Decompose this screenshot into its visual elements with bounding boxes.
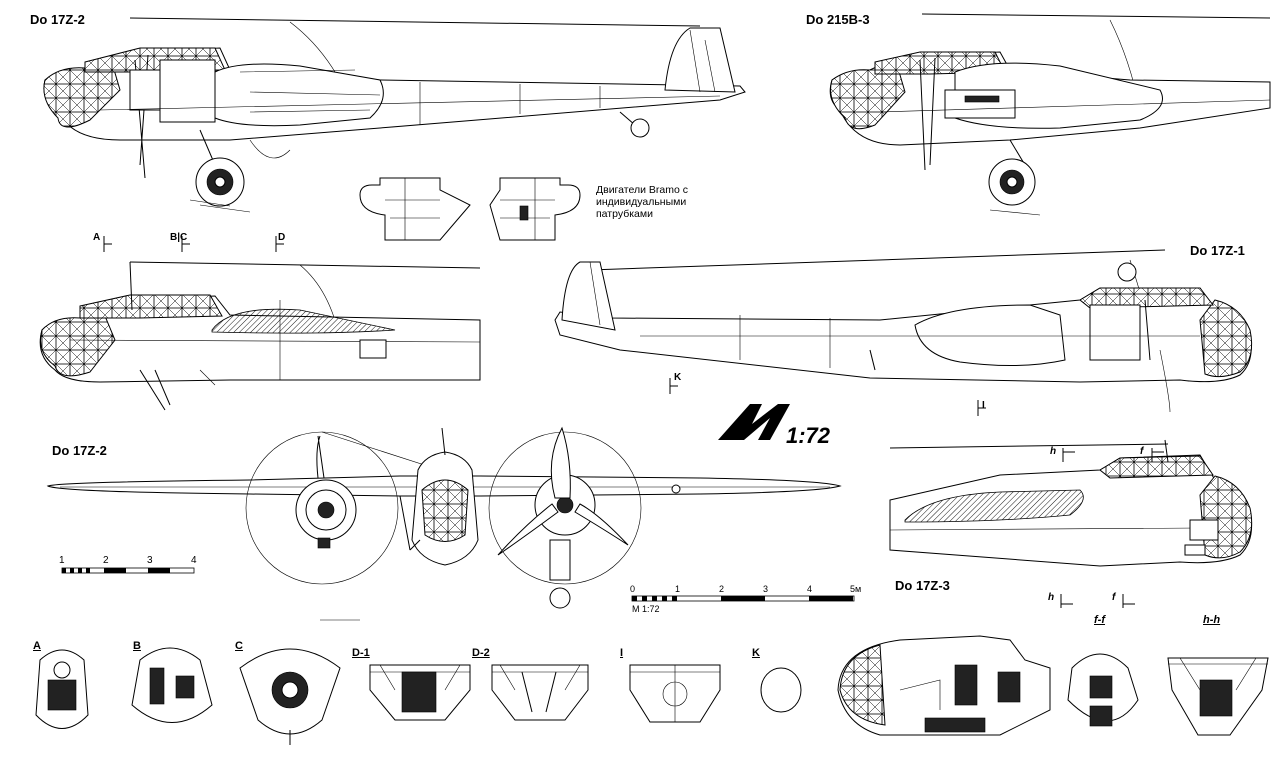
do17z3-side-section-view — [889, 439, 1253, 567]
cut-marker-d: D — [278, 232, 286, 243]
view-label-do17z2-top: Do 17Z-2 — [30, 12, 85, 27]
section-a-drawing — [35, 649, 89, 729]
do17z1-side-view — [554, 249, 1253, 413]
view-label-do215b3: Do 215B-3 — [806, 12, 870, 27]
cut-marker-k: K — [674, 372, 682, 383]
view-label-do17z1: Do 17Z-1 — [1190, 243, 1245, 258]
view-label-do17z3: Do 17Z-3 — [895, 578, 950, 593]
metric-scale-tick: 4 — [807, 584, 813, 594]
section-hh-drawing — [1167, 657, 1269, 736]
metric-scale-tick: 0 — [630, 584, 636, 594]
small-scale-tick: 1 — [59, 555, 65, 566]
cut-marker-f-top: f — [1140, 446, 1144, 457]
view-label-do17z2-front: Do 17Z-2 — [52, 443, 107, 458]
metric-scale-tick: 2 — [719, 584, 725, 594]
cut-lines — [103, 236, 1164, 608]
publisher-logo — [718, 404, 790, 440]
small-scale-tick: 3 — [147, 555, 153, 566]
cut-marker-h-top: h — [1050, 446, 1057, 457]
do215b3-side-view — [829, 13, 1271, 216]
metric-scale-caption: М 1:72 — [632, 604, 660, 614]
do17z2-side-view — [43, 17, 746, 213]
small-scale-bar — [61, 567, 195, 574]
section-label-b: B — [133, 640, 141, 652]
do17z3-nose-cutaway-drawing — [837, 635, 1051, 736]
metric-scale-tick: 1 — [675, 584, 681, 594]
cut-marker-bc: B|C — [170, 232, 188, 243]
metric-scale-bar — [631, 595, 855, 602]
cut-marker-i: I — [982, 400, 985, 411]
section-label-c: C — [235, 640, 243, 652]
section-label-ff: f-f — [1094, 614, 1105, 626]
metric-scale-tick: 5м — [850, 584, 862, 594]
section-ff-drawing — [1067, 653, 1139, 727]
cut-marker-h-bottom: h — [1048, 592, 1055, 603]
small-scale-tick: 2 — [103, 555, 109, 566]
section-b-drawing — [131, 647, 213, 723]
bramo-engine-details — [359, 177, 581, 241]
section-d2-drawing — [491, 664, 589, 721]
section-d1-drawing — [369, 664, 471, 721]
section-label-i: I — [620, 647, 624, 659]
section-label-hh: h-h — [1203, 614, 1221, 626]
metric-scale-tick: 3 — [763, 584, 769, 594]
cut-marker-f-bottom: f — [1112, 592, 1116, 603]
do17z2-side-section-view — [39, 261, 481, 411]
section-c-drawing — [239, 648, 341, 745]
engine-note: Двигатели Bramo с индивидуальными патруб… — [596, 184, 688, 220]
logo-scale-text: 1:72 — [786, 423, 831, 448]
section-i-drawing — [629, 664, 721, 723]
cross-sections — [35, 635, 1269, 745]
cut-marker-a: A — [93, 232, 101, 243]
section-label-d2: D-2 — [472, 647, 490, 659]
section-label-d1: D-1 — [352, 647, 370, 659]
section-k-drawing — [760, 667, 802, 713]
do17z2-front-view — [46, 426, 842, 621]
section-label-k: K — [752, 647, 760, 659]
small-scale-tick: 4 — [191, 555, 197, 566]
section-label-a: A — [33, 640, 41, 652]
